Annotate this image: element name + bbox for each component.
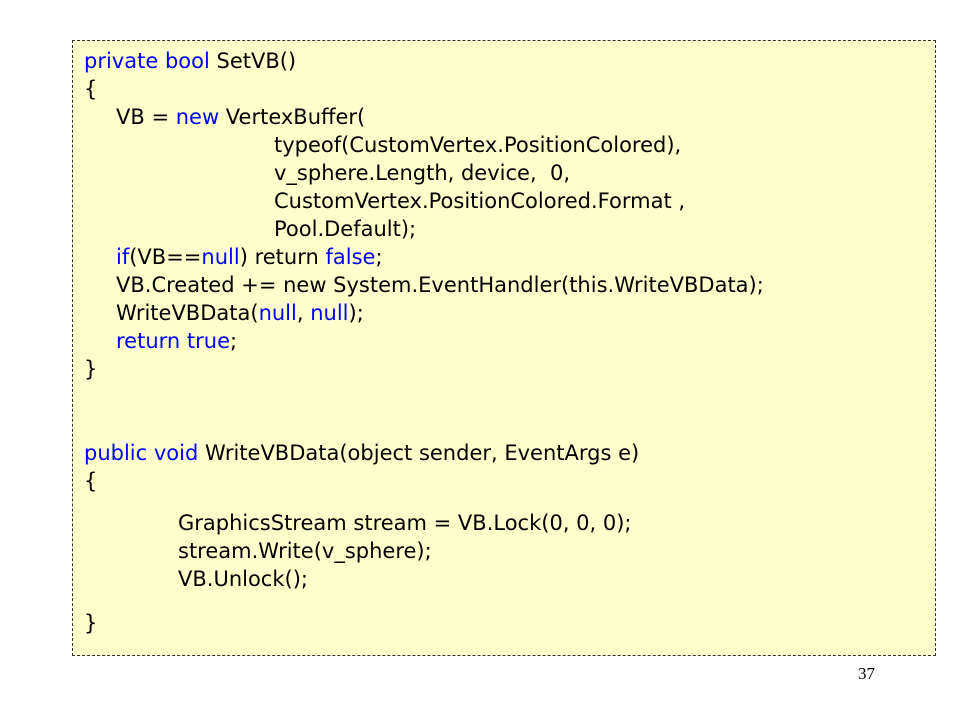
code-text: VB.Created += new System.EventHandler(th… (116, 273, 764, 297)
code-text: { (84, 77, 98, 101)
code-text: ; (375, 245, 383, 269)
code-line: typeof(CustomVertex.PositionColored), (274, 131, 681, 159)
code-keyword: void (153, 441, 199, 465)
code-text: v_sphere.Length, device, 0, (274, 161, 571, 185)
code-line: { (84, 467, 97, 495)
code-keyword: private (84, 49, 159, 73)
code-text: SetVB() (209, 49, 297, 73)
code-line: { (84, 75, 97, 103)
code-line: return true; (116, 327, 237, 355)
code-line: } (84, 355, 97, 383)
code-keyword: public (84, 441, 148, 465)
code-line: GraphicsStream stream = VB.Lock(0, 0, 0)… (178, 509, 632, 537)
code-keyword: null (258, 301, 297, 325)
code-keyword: bool (164, 49, 210, 73)
code-text: } (84, 357, 98, 381)
code-text: stream.Write(v_sphere); (178, 539, 432, 563)
code-keyword: null (310, 301, 349, 325)
code-keyword: true (186, 329, 231, 353)
code-line: stream.Write(v_sphere); (178, 537, 432, 565)
code-line: Pool.Default); (274, 215, 416, 243)
code-text: typeof(CustomVertex.PositionColored), (274, 133, 682, 157)
code-text: VertexBuffer( (219, 105, 366, 129)
code-text (147, 441, 154, 465)
code-text: CustomVertex.PositionColored.Format , (274, 189, 686, 213)
code-text: ; (230, 329, 238, 353)
code-text: (VB== (129, 245, 202, 269)
code-text: WriteVBData(object sender, EventArgs e) (198, 441, 640, 465)
code-line: v_sphere.Length, device, 0, (274, 159, 570, 187)
code-keyword: false (325, 245, 376, 269)
code-keyword: return (116, 329, 181, 353)
code-line: VB.Created += new System.EventHandler(th… (116, 271, 764, 299)
code-text: } (84, 611, 98, 635)
code-line: VB = new VertexBuffer( (116, 103, 365, 131)
code-line: } (84, 609, 97, 637)
code-text: ); (348, 301, 364, 325)
code-line: WriteVBData(null, null); (116, 299, 364, 327)
code-keyword: if (116, 245, 130, 269)
code-line: VB.Unlock(); (178, 565, 308, 593)
code-text: GraphicsStream stream = VB.Lock(0, 0, 0)… (178, 511, 632, 535)
code-line: public void WriteVBData(object sender, E… (84, 439, 639, 467)
code-text: WriteVBData( (116, 301, 259, 325)
code-line: private bool SetVB() (84, 47, 296, 75)
code-keyword: null (201, 245, 240, 269)
code-text: VB.Unlock(); (178, 567, 308, 591)
code-text (158, 49, 165, 73)
code-listing-box: private bool SetVB() { VB = new VertexBu… (72, 40, 936, 656)
code-text (180, 329, 187, 353)
code-text: , (296, 301, 311, 325)
code-text: VB = (116, 105, 176, 129)
code-line: if(VB==null) return false; (116, 243, 383, 271)
page-number: 37 (858, 664, 875, 683)
code-text: { (84, 469, 98, 493)
code-keyword: new (175, 105, 220, 129)
code-text: Pool.Default); (274, 217, 417, 241)
code-text: ) return (239, 245, 326, 269)
code-line: CustomVertex.PositionColored.Format , (274, 187, 685, 215)
